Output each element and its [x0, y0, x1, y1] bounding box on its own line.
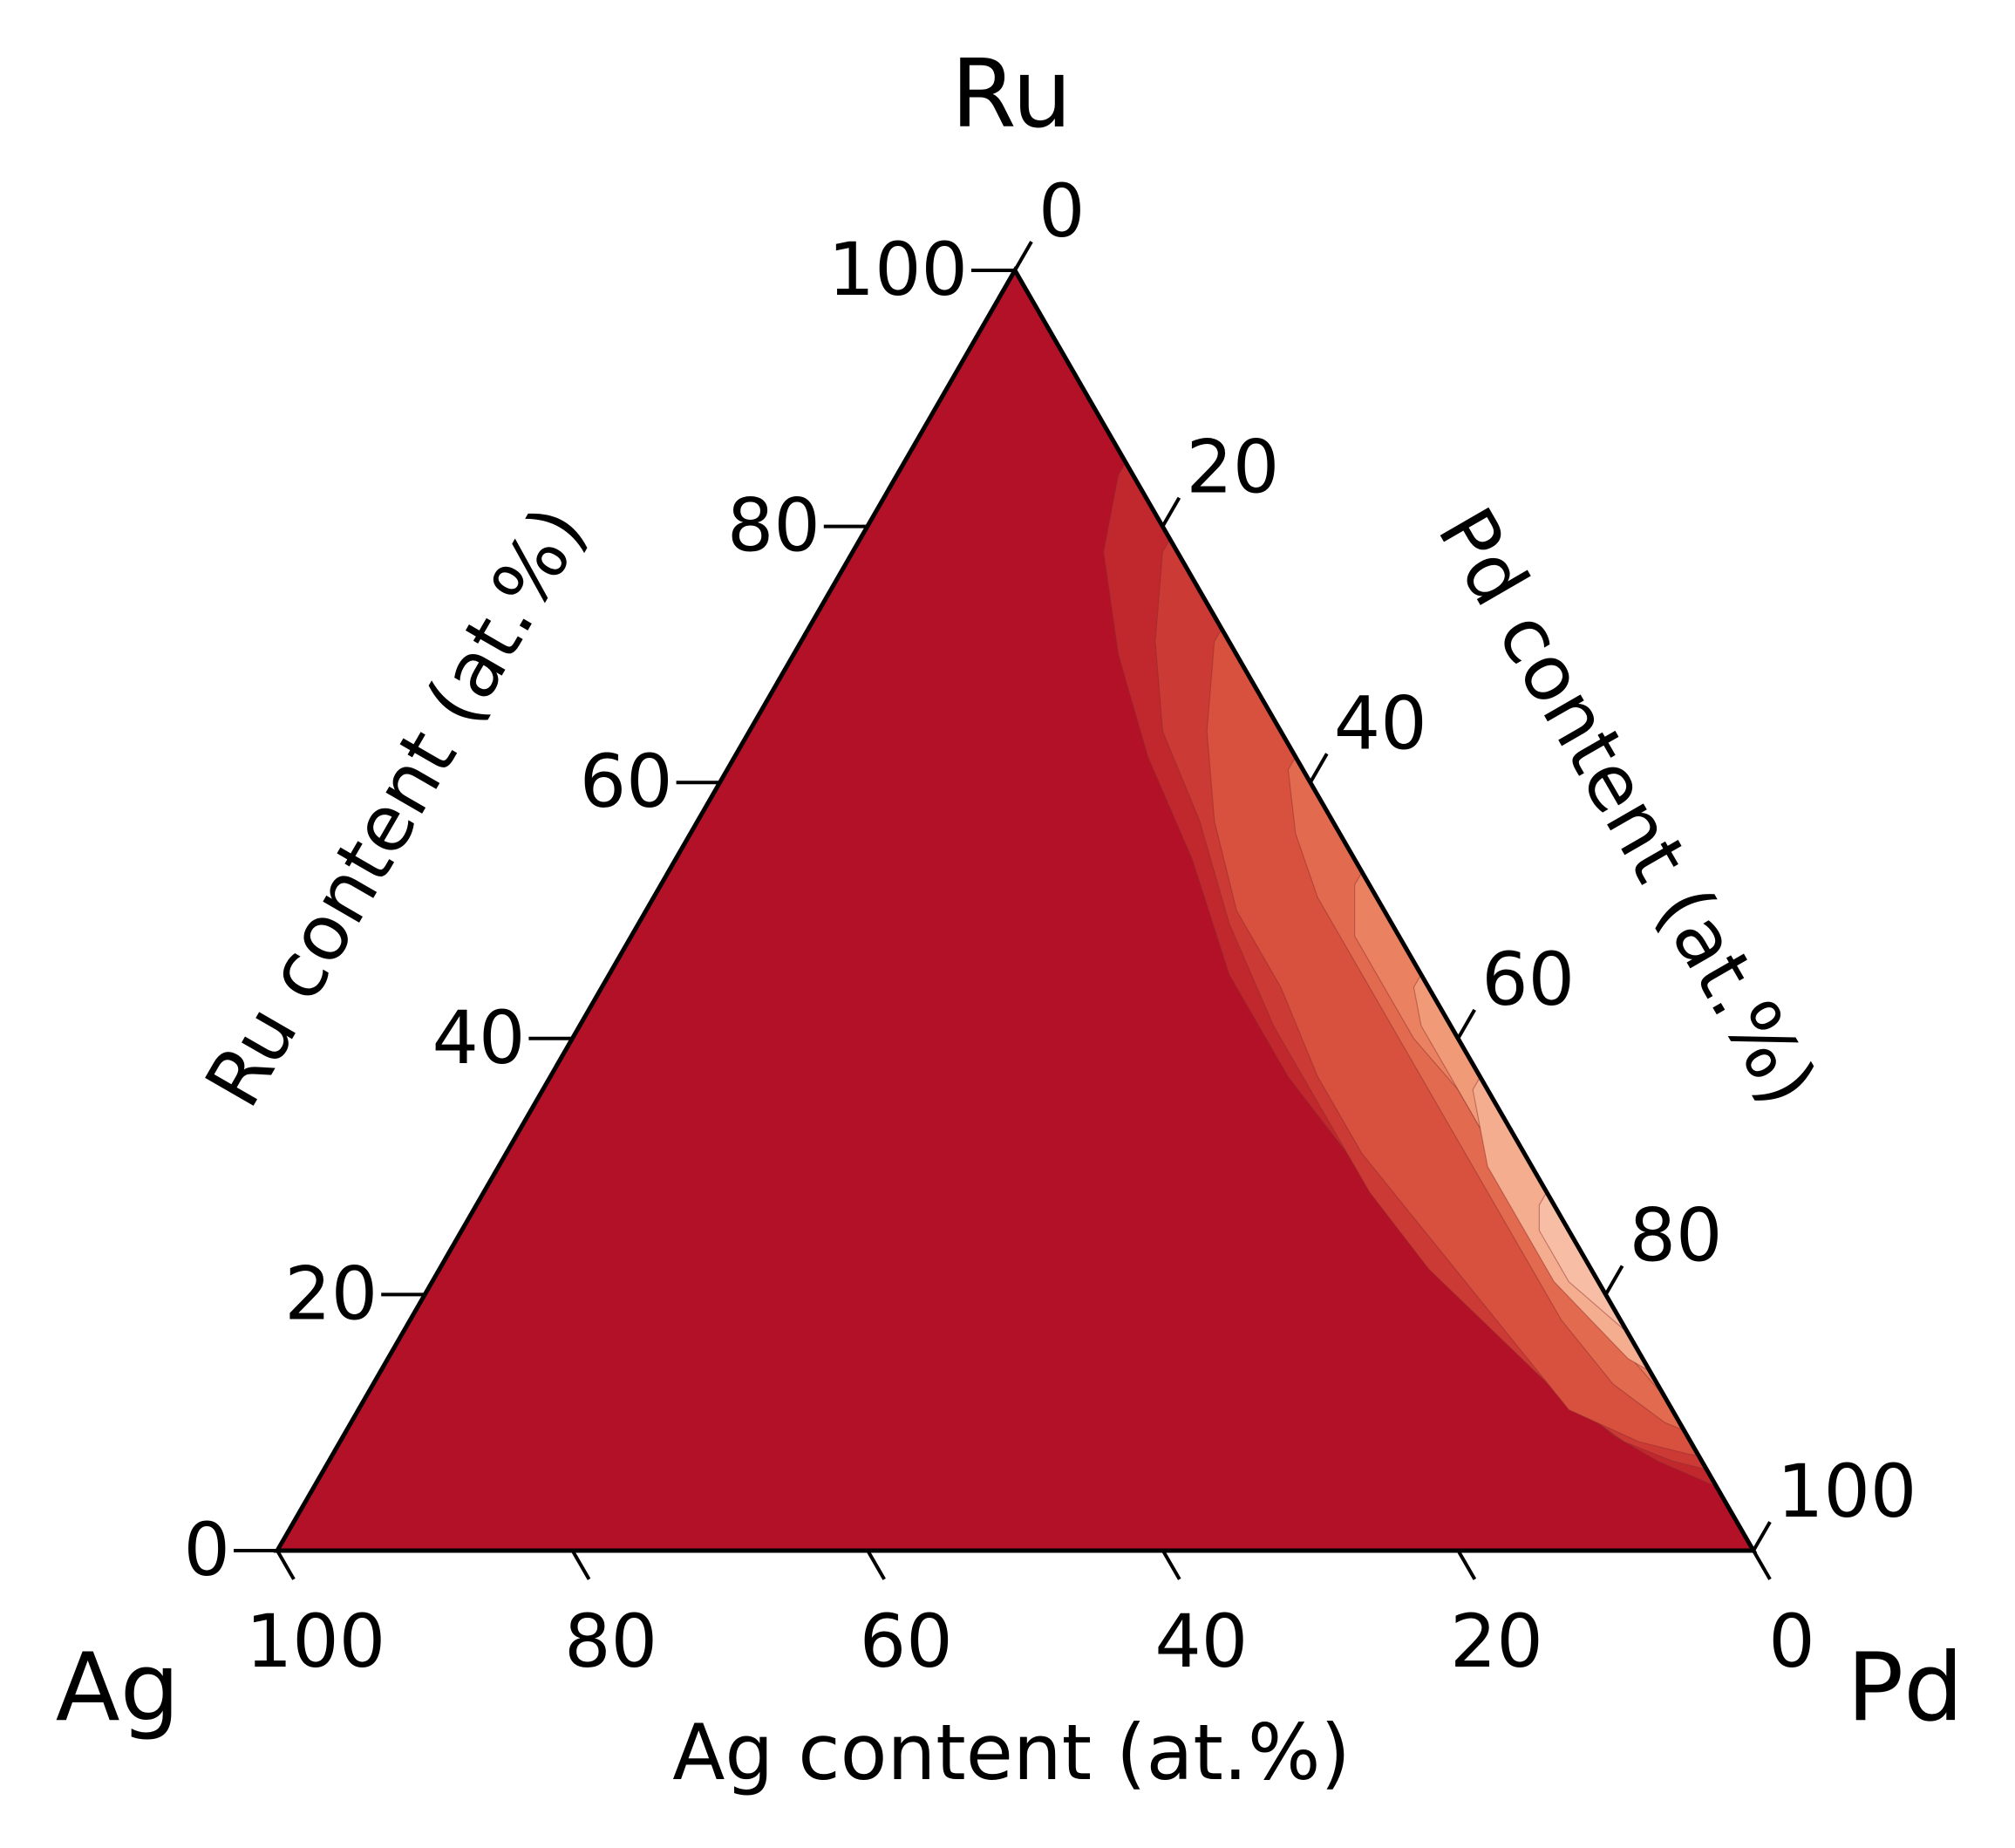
right-axis-title: Pd content (at.%) [1420, 493, 1834, 1120]
ru-tick-label-100: 100 [828, 227, 968, 312]
ag-tick-label-100: 0 [1768, 1599, 1814, 1684]
pd-tick-label-40: 40 [1334, 680, 1427, 766]
ag-tick-label-20: 80 [564, 1599, 657, 1684]
ag-tick-40 [866, 1549, 886, 1580]
ag-tick-label-60: 40 [1154, 1599, 1248, 1684]
ru-tick-label-60: 60 [580, 739, 673, 824]
bottom-axis-title: Ag content (at.%) [672, 1708, 1351, 1797]
pd-tick-0 [1013, 241, 1033, 272]
plot-area [273, 265, 1758, 1553]
ru-tick-label-80: 80 [727, 483, 820, 569]
ag-tick-20 [570, 1549, 591, 1580]
ru-tick-label-0: 0 [184, 1507, 230, 1592]
pd-tick-40 [1309, 753, 1329, 784]
axis-ticks [234, 241, 1772, 1580]
pd-tick-label-20: 20 [1186, 425, 1279, 510]
left-axis-title: Ru content (at.%) [187, 492, 602, 1122]
ag-tick-label-40: 60 [860, 1599, 953, 1684]
pd-tick-label-80: 80 [1630, 1192, 1723, 1278]
pd-tick-100 [1752, 1521, 1772, 1552]
ru-tick-label-20: 20 [284, 1251, 378, 1336]
ag-tick-label-0: 100 [246, 1599, 385, 1684]
pd-tick-20 [1161, 496, 1181, 528]
pd-tick-60 [1456, 1008, 1476, 1040]
ag-tick-80 [1456, 1549, 1477, 1580]
ag-tick-100 [1752, 1549, 1772, 1580]
triangle-fill [277, 270, 1753, 1551]
corner-label-top: Ru [951, 40, 1072, 149]
ag-tick-label-80: 20 [1450, 1599, 1543, 1684]
pd-tick-label-0: 0 [1038, 168, 1085, 254]
ag-tick-60 [1161, 1549, 1181, 1580]
pd-tick-label-100: 100 [1777, 1449, 1916, 1534]
triangle-outline [273, 265, 1758, 1553]
corner-label-left: Ag [56, 1633, 180, 1742]
ru-tick-label-40: 40 [432, 995, 526, 1081]
contour-level-3 [1206, 627, 1753, 1551]
ag-tick-0 [276, 1549, 296, 1580]
pd-tick-80 [1603, 1265, 1624, 1296]
pd-tick-label-60: 60 [1481, 937, 1575, 1022]
corner-label-right: Pd [1847, 1633, 1964, 1742]
